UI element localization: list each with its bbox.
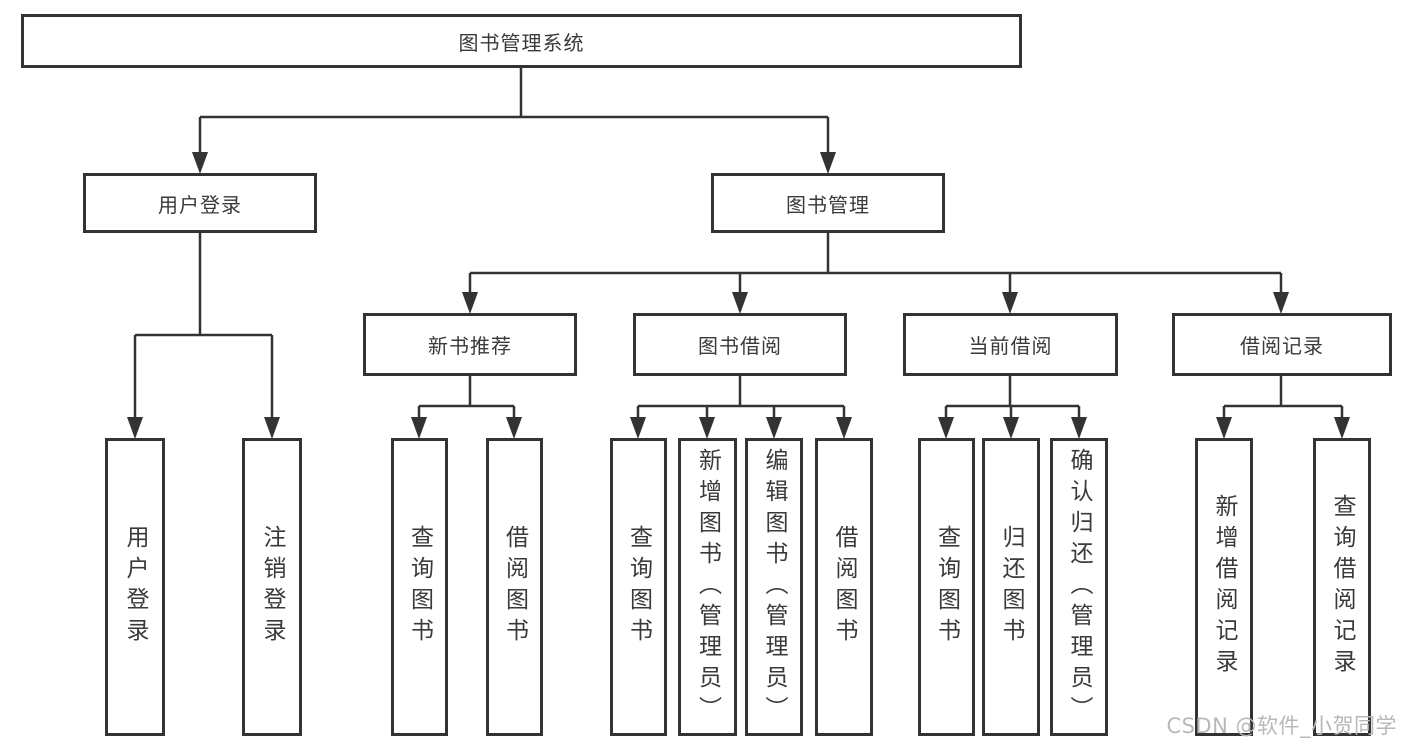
leaf-label: 编辑图书（管理员） (761, 447, 787, 727)
node-label: 借阅记录 (1240, 334, 1324, 358)
leaf-return-books: 归还图书 (982, 438, 1040, 736)
leaf-label: 查询借阅记录 (1329, 494, 1355, 680)
arrow-down-icon (938, 417, 954, 439)
node-label: 当前借阅 (968, 334, 1053, 358)
leaf-query-books-1: 查询图书 (391, 438, 448, 736)
arrow-down-icon (732, 292, 748, 314)
arrow-down-icon (1003, 417, 1019, 439)
arrow-down-icon (411, 417, 427, 439)
leaf-label: 查询图书 (625, 525, 652, 649)
arrow-down-icon (1071, 417, 1087, 439)
csdn-watermark: CSDN @软件_小贺同学 (1166, 714, 1397, 738)
node-label: 图书借阅 (698, 334, 782, 358)
node-label: 图书管理系统 (458, 30, 585, 55)
node-label: 图书管理 (786, 192, 870, 217)
node-label: 用户登录 (158, 192, 242, 217)
leaf-borrow-books-2: 借阅图书 (815, 438, 873, 736)
arrow-down-icon (462, 292, 478, 314)
leaf-label: 归还图书 (998, 525, 1024, 649)
leaf-label: 注销登录 (259, 525, 285, 649)
leaf-query-books-3: 查询图书 (918, 438, 975, 736)
leaf-add-books-admin: 新增图书（管理员） (678, 438, 737, 736)
arrow-down-icons (127, 152, 1350, 439)
leaf-label: 确认归还（管理员） (1066, 447, 1092, 727)
leaf-label: 新增图书（管理员） (694, 447, 721, 727)
connector-borrowrecords-to-leaves (1222, 376, 1344, 421)
leaf-label: 查询图书 (933, 525, 960, 649)
node-new-book-recommendation: 新书推荐 (363, 313, 577, 376)
leaf-logout: 注销登录 (242, 438, 302, 736)
arrow-down-icon (766, 417, 782, 439)
leaf-add-borrow-record: 新增借阅记录 (1195, 438, 1253, 736)
connector-root-to-level2 (198, 68, 830, 156)
leaf-user-login: 用户登录 (105, 438, 165, 736)
arrow-down-icon (264, 417, 280, 439)
arrow-down-icon (820, 152, 836, 174)
arrow-down-icon (506, 417, 522, 439)
leaf-label: 新增借阅记录 (1211, 494, 1237, 680)
node-borrowing-records: 借阅记录 (1172, 313, 1392, 376)
node-book-management: 图书管理 (711, 173, 945, 233)
leaf-label: 用户登录 (122, 525, 148, 649)
leaf-label: 查询图书 (406, 525, 433, 649)
leaf-query-books-2: 查询图书 (610, 438, 667, 736)
arrow-down-icon (630, 417, 646, 439)
node-book-borrowing: 图书借阅 (633, 313, 847, 376)
leaf-edit-books-admin: 编辑图书（管理员） (745, 438, 803, 736)
arrow-down-icon (1334, 417, 1350, 439)
node-root-library-management-system: 图书管理系统 (21, 14, 1022, 68)
arrow-down-icon (1002, 292, 1018, 314)
leaf-confirm-return-admin: 确认归还（管理员） (1050, 438, 1108, 736)
node-current-borrowing: 当前借阅 (903, 313, 1118, 376)
connector-bookborrow-to-leaves (636, 376, 846, 421)
leaf-query-borrow-record: 查询借阅记录 (1313, 438, 1371, 736)
arrow-down-icon (1216, 417, 1232, 439)
leaf-borrow-books-1: 借阅图书 (486, 438, 543, 736)
connector-bookmgmt-to-level3 (468, 233, 1283, 296)
leaf-label: 借阅图书 (501, 525, 528, 649)
connector-userlogin-to-leaves (133, 233, 274, 421)
arrow-down-icon (127, 417, 143, 439)
leaf-label: 借阅图书 (831, 525, 857, 649)
connector-newbookrec-to-leaves (417, 376, 516, 421)
arrow-down-icon (699, 417, 715, 439)
arrow-down-icon (836, 417, 852, 439)
arrow-down-icon (1273, 292, 1289, 314)
node-label: 新书推荐 (428, 334, 512, 358)
arrow-down-icon (192, 152, 208, 174)
connector-currentborrow-to-leaves (944, 376, 1081, 421)
node-user-login: 用户登录 (83, 173, 317, 233)
